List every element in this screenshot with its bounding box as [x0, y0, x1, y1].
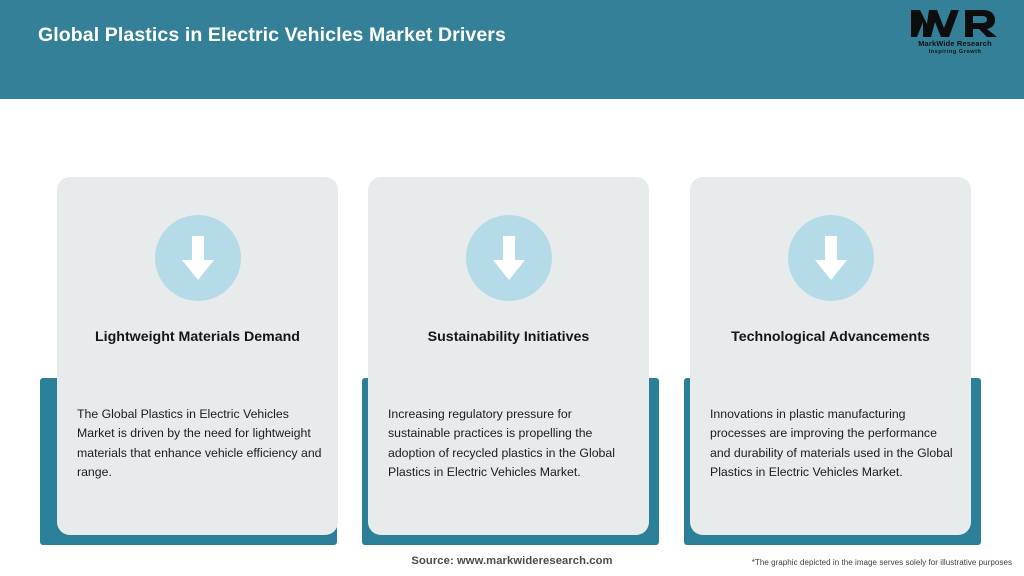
driver-card-title-2: Sustainability Initiatives — [427, 329, 590, 345]
driver-card-body-2: Increasing regulatory pressure for susta… — [388, 407, 615, 480]
source-attribution: Source: www.markwideresearch.com — [411, 555, 613, 567]
driver-card-body-3: Innovations in plastic manufacturing pro… — [710, 407, 953, 480]
header-bar: Global Plastics in Electric Vehicles Mar… — [0, 0, 1024, 99]
brand-logo: MarkWide Research Inspiring Growth — [904, 8, 1006, 58]
driver-card-group-1: Lightweight Materials Demand The Global … — [40, 99, 360, 549]
driver-card-body-1: The Global Plastics in Electric Vehicles… — [77, 407, 322, 480]
mwr-logo-icon — [911, 10, 997, 37]
driver-card-1[interactable]: Lightweight Materials Demand The Global … — [57, 177, 338, 535]
driver-card-title-1: Lightweight Materials Demand — [95, 329, 300, 345]
driver-cards-container: Lightweight Materials Demand The Global … — [0, 99, 1024, 549]
driver-card-3[interactable]: Technological Advancements Innovations i… — [690, 177, 971, 535]
driver-card-group-2: Sustainability Initiatives Increasing re… — [352, 99, 672, 549]
page-title: Global Plastics in Electric Vehicles Mar… — [38, 24, 506, 46]
arrow-down-icon-3 — [787, 215, 874, 301]
logo-tagline: Inspiring Growth — [928, 49, 982, 55]
driver-card-title-3: Technological Advancements — [731, 329, 930, 345]
arrow-down-icon-1 — [154, 215, 241, 301]
logo-company-name: MarkWide Research — [918, 39, 992, 48]
driver-card-group-3: Technological Advancements Innovations i… — [666, 99, 986, 549]
illustrative-disclaimer: *The graphic depicted in the image serve… — [751, 558, 1012, 567]
arrow-down-icon-2 — [465, 215, 552, 301]
driver-card-2[interactable]: Sustainability Initiatives Increasing re… — [368, 177, 649, 535]
